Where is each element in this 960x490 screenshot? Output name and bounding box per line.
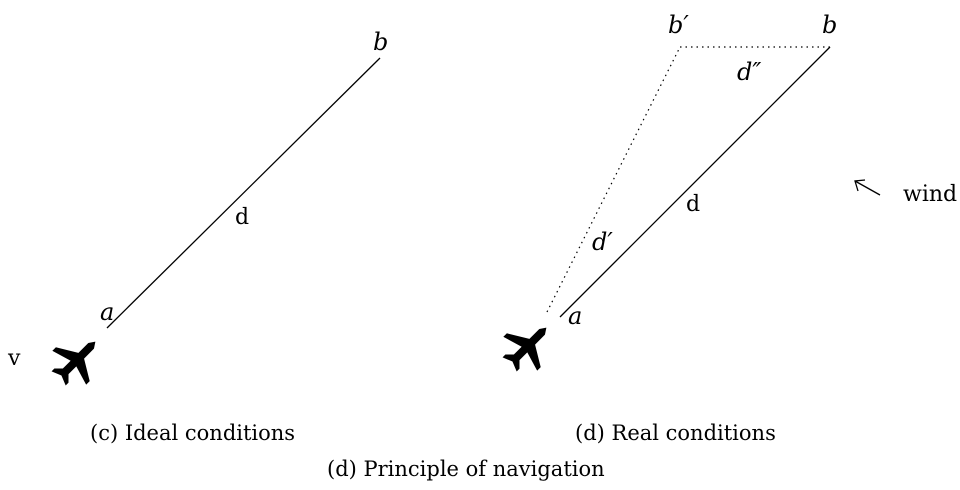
ideal-point-b-label: b <box>373 28 388 56</box>
airplane-icon <box>41 324 113 396</box>
real-conditions-caption: (d) Real conditions <box>575 421 776 445</box>
real-point-a-label: a <box>568 302 582 330</box>
wind-label: wind <box>903 182 957 207</box>
speed-label: v <box>7 346 21 371</box>
figure-caption: (d) Principle of navigation <box>327 457 605 481</box>
real-conditions-panel: b′ b d″ d′ d a wind (d) Real conditions <box>492 11 957 445</box>
ideal-conditions-panel: b d a v (c) Ideal conditions <box>7 28 388 445</box>
ideal-path-label: d <box>235 205 249 230</box>
ideal-path-line <box>106 57 381 329</box>
real-point-b-prime-label: b′ <box>668 11 689 39</box>
real-point-b-label: b <box>822 11 837 39</box>
airplane-icon <box>492 310 564 382</box>
ideal-conditions-caption: (c) Ideal conditions <box>90 421 295 445</box>
real-path-label: d <box>686 192 700 217</box>
offset-label: d″ <box>737 58 761 86</box>
real-path-line <box>559 46 831 318</box>
wind-arrow-icon <box>854 179 881 196</box>
ideal-point-a-label: a <box>100 298 114 326</box>
drift-path-line <box>546 46 681 313</box>
drift-path-label: d′ <box>592 228 613 256</box>
